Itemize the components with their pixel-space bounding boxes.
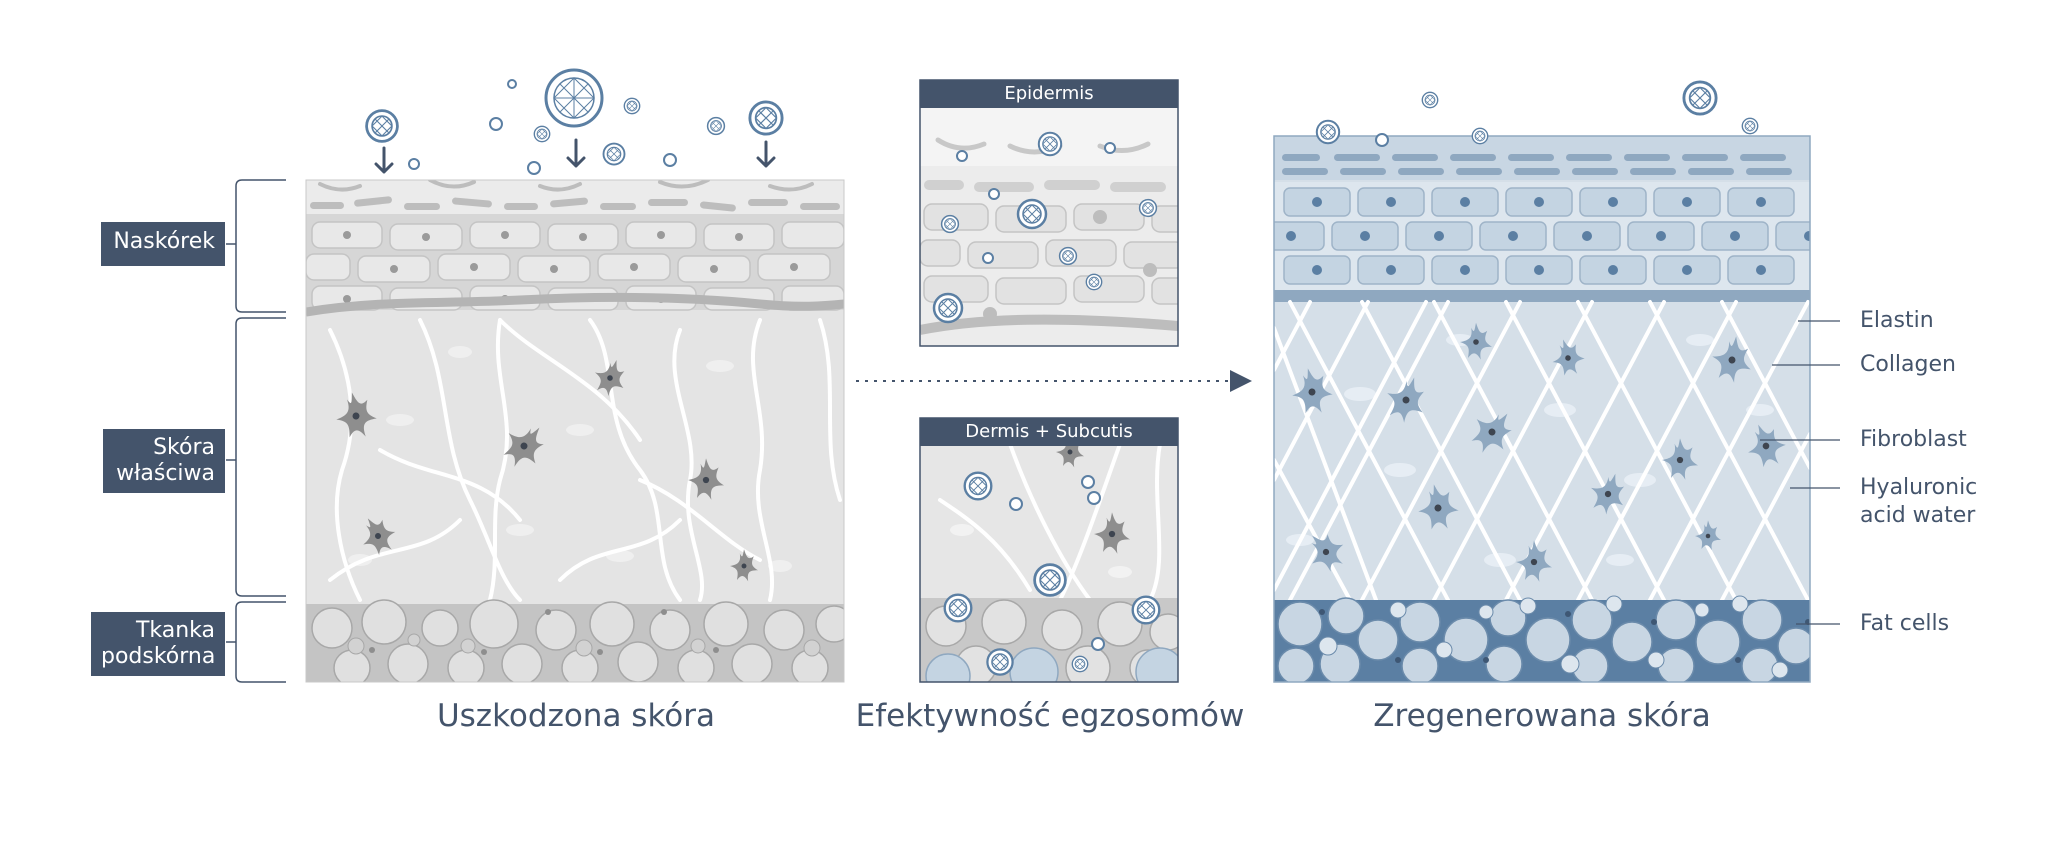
dermis-panel-header-text: Dermis + Subcutis (965, 421, 1133, 442)
progression-arrow (856, 370, 1252, 392)
dermis-label: Skóra właściwa (103, 429, 225, 493)
epidermis-panel-header: Epidermis (920, 80, 1178, 108)
exosome-particles-surface (1315, 80, 1759, 147)
epidermis-label-text: Naskórek (113, 229, 215, 254)
fat-cells-label: Fat cells (1860, 611, 1950, 636)
elastin-label: Elastin (1860, 308, 1934, 333)
epidermis-panel-header-text: Epidermis (1004, 83, 1094, 104)
hypodermis-label-line1: Tkanka (135, 618, 215, 643)
layer-brackets (226, 179, 286, 683)
hyaluronic-acid-label-line2: acid water (1860, 503, 1976, 528)
dermis-panel-header: Dermis + Subcutis (920, 418, 1178, 446)
collagen-label: Collagen (1860, 352, 1956, 377)
dermis-zoom-panel (920, 444, 1178, 682)
epidermis-zoom-panel (920, 106, 1178, 346)
fibroblast-label: Fibroblast (1860, 427, 1967, 452)
regenerated-skin-block (1274, 136, 1810, 682)
hyaluronic-acid-label: Hyaluronic acid water (1860, 474, 1977, 530)
damaged-skin-block (306, 180, 844, 682)
hypodermis-label: Tkanka podskórna (91, 612, 225, 676)
label-leader-lines (1760, 320, 1840, 625)
exosome-effect-caption: Efektywność egzosomów (855, 698, 1245, 734)
exosome-particles-incoming (365, 68, 784, 175)
regenerated-skin-caption: Zregenerowana skóra (1373, 698, 1711, 734)
epidermis-label: Naskórek (101, 222, 225, 266)
hypodermis-label-line2: podskórna (101, 644, 216, 669)
damaged-skin-caption: Uszkodzona skóra (436, 698, 716, 734)
hyaluronic-acid-label-line1: Hyaluronic (1860, 475, 1978, 500)
dermis-label-line1: Skóra (153, 435, 215, 460)
dermis-label-line2: właściwa (116, 461, 215, 486)
